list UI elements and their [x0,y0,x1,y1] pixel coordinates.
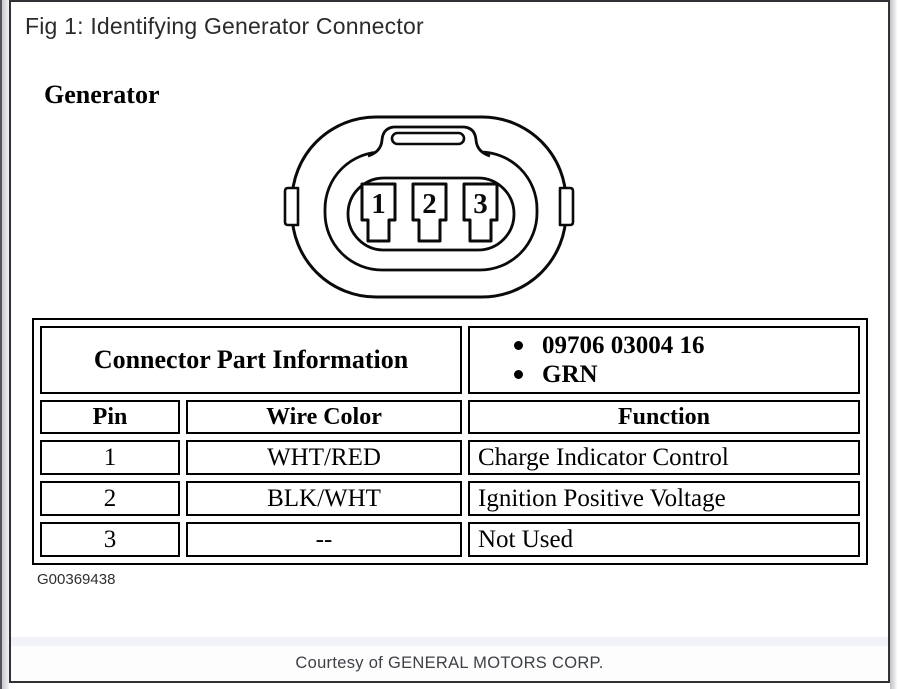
function-cell: Ignition Positive Voltage [468,481,860,516]
header-pin: Pin [40,400,180,434]
figure-id: G00369438 [37,571,116,588]
wire-color-cell: -- [186,522,462,557]
connector-color: GRN [542,361,598,388]
header-function: Function [468,400,860,434]
connector-table: Connector Part Information 09706 03004 1… [32,318,868,565]
window-left-shadow [2,0,9,689]
table-row: 1 WHT/RED Charge Indicator Control [40,440,860,475]
function-cell: Not Used [468,522,860,557]
footer-credit-text: Courtesy of GENERAL MOTORS CORP. [295,654,604,672]
pin-cell: 2 [40,481,180,516]
pin-3-terminal [462,182,499,243]
table-row: 2 BLK/WHT Ignition Positive Voltage [40,481,860,516]
generator-label: Generator [44,80,160,109]
figure-card: Fig 1: Identifying Generator Connector G… [9,0,890,683]
connector-lock-tab-outline [367,125,491,158]
part-info-label-cell: Connector Part Information [40,326,462,394]
part-number-item: 09706 03004 16 [514,331,858,360]
wire-color-cell: WHT/RED [186,440,462,475]
connector-diagram: 1 2 3 [283,115,575,299]
table-row: 3 -- Not Used [40,522,860,557]
connector-left-bump [283,186,300,227]
pin-1-terminal [360,182,397,243]
window-left-edge [0,0,2,689]
pin-cell: 3 [40,522,180,557]
pin-1-number: 1 [371,188,386,220]
header-wire-color: Wire Color [186,400,462,434]
pin-cell: 1 [40,440,180,475]
part-info-row: Connector Part Information 09706 03004 1… [40,326,860,394]
pin-2-number: 2 [422,188,437,220]
figure-title: Fig 1: Identifying Generator Connector [25,13,424,39]
bullet-icon [514,341,523,350]
part-number: 09706 03004 16 [542,332,705,359]
window-right-shadow [890,0,899,689]
connector-color-item: GRN [514,360,858,389]
connector-right-bump [558,186,575,227]
connector-lock-slot [390,131,466,146]
pin-3-number: 3 [473,188,488,220]
function-cell: Charge Indicator Control [468,440,860,475]
wire-color-cell: BLK/WHT [186,481,462,516]
pin-2-terminal [411,182,448,243]
bullet-icon [514,370,523,379]
part-info-values-cell: 09706 03004 16 GRN [468,326,860,394]
footer-bar: Courtesy of GENERAL MOTORS CORP. [11,637,888,681]
header-row: Pin Wire Color Function [40,400,860,434]
